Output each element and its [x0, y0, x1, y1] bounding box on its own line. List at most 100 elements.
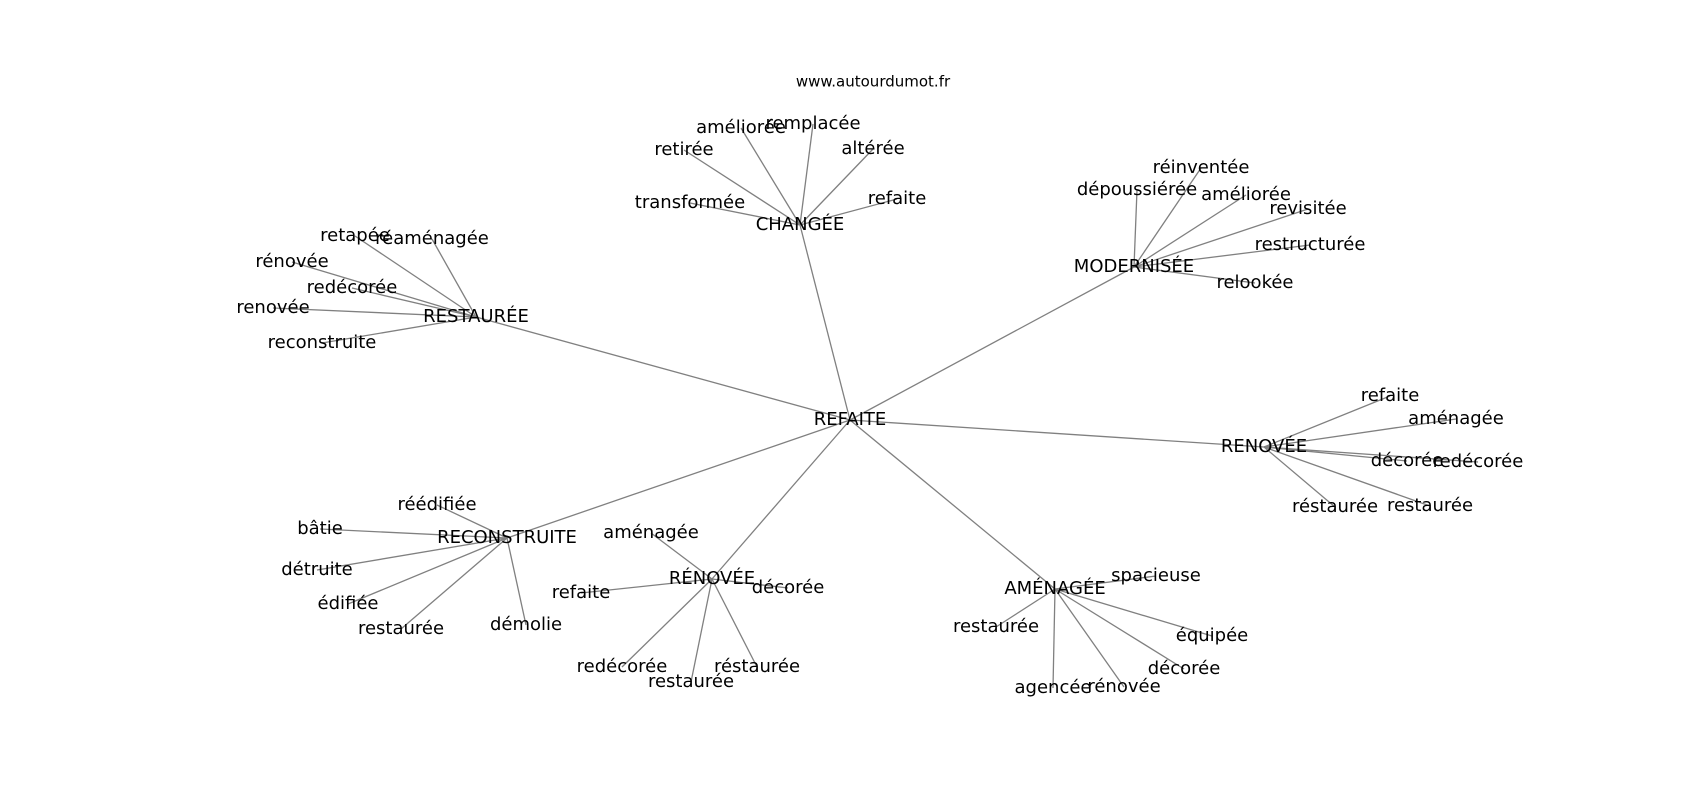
- edge-cluster-6-word-1: [995, 588, 1056, 628]
- cluster-word-3: RENOVÉE: [1221, 435, 1307, 457]
- edge-cluster-2-word-3: [351, 287, 477, 318]
- edge-cluster-2-word-4: [272, 307, 477, 318]
- edge-cluster-4-word-0: [436, 504, 508, 539]
- leaf-word-6-1: restaurée: [953, 616, 1039, 637]
- edge-cluster-4-word-2: [316, 537, 508, 571]
- graph-labels: REFAITECHANGÉEtransforméeretiréeamélioré…: [236, 113, 1523, 698]
- root-word: REFAITE: [814, 409, 887, 430]
- cluster-word-4: RECONSTRUITE: [437, 527, 577, 548]
- leaf-word-6-5: rénovée: [1087, 676, 1160, 697]
- leaf-word-1-1: réinventée: [1153, 157, 1250, 178]
- edge-cluster-4-word-3: [347, 537, 508, 605]
- leaf-word-4-2: détruite: [281, 559, 353, 580]
- edge-cluster-0-word-4: [799, 148, 874, 226]
- edge-root-cluster-2: [475, 316, 851, 421]
- leaf-word-2-3: redécorée: [307, 277, 398, 298]
- edge-cluster-4-word-1: [319, 528, 508, 539]
- edge-cluster-3-word-0: [1263, 395, 1391, 448]
- leaf-word-2-4: renovée: [236, 297, 309, 318]
- leaf-word-3-2: décorée: [1371, 450, 1444, 471]
- graph-edges: [272, 123, 1479, 689]
- edge-cluster-3-word-4: [1263, 446, 1336, 508]
- edge-cluster-5-word-0: [650, 532, 713, 580]
- edge-cluster-0-word-1: [683, 149, 801, 226]
- leaf-word-3-5: restaurée: [1387, 495, 1473, 516]
- edge-root-cluster-3: [849, 419, 1265, 448]
- leaf-word-4-4: restaurée: [358, 618, 444, 639]
- watermark: www.autourdumot.fr: [796, 73, 951, 91]
- edge-cluster-5-word-5: [711, 578, 758, 668]
- leaf-word-3-1: aménagée: [1408, 408, 1504, 429]
- edge-cluster-5-word-3: [621, 578, 713, 668]
- leaf-word-0-0: transformée: [635, 192, 745, 213]
- edge-cluster-0-word-0: [689, 202, 801, 226]
- leaf-word-5-0: aménagée: [603, 522, 699, 543]
- edge-cluster-5-word-2: [711, 578, 789, 589]
- leaf-word-3-3: redécorée: [1433, 451, 1524, 472]
- leaf-word-0-1: retirée: [654, 139, 713, 160]
- cluster-word-1: MODERNISÉE: [1074, 255, 1194, 277]
- leaf-word-2-2: rénovée: [255, 251, 328, 272]
- edge-cluster-6-word-5: [1054, 588, 1125, 688]
- leaf-word-0-2: améliorée: [696, 117, 786, 138]
- edge-root-cluster-6: [849, 419, 1056, 590]
- edge-cluster-3-word-1: [1263, 418, 1457, 448]
- edge-cluster-1-word-2: [1133, 194, 1247, 268]
- leaf-word-1-4: restructurée: [1255, 234, 1366, 255]
- leaf-word-3-0: refaite: [1361, 385, 1420, 406]
- edge-cluster-2-word-0: [354, 235, 477, 318]
- leaf-word-5-1: refaite: [552, 582, 611, 603]
- cluster-word-5: RÉNOVÉE: [669, 567, 755, 589]
- edge-cluster-0-word-5: [799, 198, 898, 226]
- edge-cluster-2-word-2: [291, 261, 477, 318]
- edge-cluster-1-word-4: [1133, 244, 1311, 268]
- edge-cluster-3-word-5: [1263, 446, 1431, 507]
- leaf-word-4-3: édifiée: [318, 593, 379, 614]
- edge-cluster-5-word-4: [690, 578, 713, 683]
- leaf-word-5-2: décorée: [752, 577, 825, 598]
- leaf-word-2-0: retapée: [320, 225, 390, 246]
- edge-root-cluster-5: [711, 419, 851, 580]
- leaf-word-0-3: remplacée: [765, 113, 860, 134]
- edge-cluster-1-word-5: [1133, 266, 1256, 284]
- leaf-word-6-0: spacieuse: [1111, 565, 1201, 586]
- leaf-word-4-5: démolie: [490, 614, 562, 635]
- edge-cluster-2-word-5: [321, 316, 477, 344]
- leaf-word-6-2: équipée: [1176, 625, 1248, 646]
- edge-root-cluster-4: [506, 419, 851, 539]
- edge-cluster-6-word-4: [1052, 588, 1056, 689]
- leaf-word-0-4: altérée: [841, 138, 904, 159]
- edge-cluster-6-word-3: [1054, 588, 1185, 670]
- leaf-word-1-3: revisitée: [1269, 198, 1346, 219]
- leaf-word-5-4: restaurée: [648, 671, 734, 692]
- cluster-word-6: AMÉNAGÉE: [1004, 577, 1105, 599]
- leaf-word-4-0: réédifiée: [397, 494, 476, 515]
- edge-root-cluster-0: [799, 224, 851, 421]
- leaf-word-1-2: améliorée: [1201, 184, 1291, 205]
- leaf-word-5-3: redécorée: [577, 656, 668, 677]
- edge-cluster-0-word-2: [740, 127, 801, 226]
- leaf-word-6-4: agencée: [1015, 677, 1092, 698]
- edge-cluster-6-word-0: [1054, 575, 1157, 590]
- leaf-word-6-3: décorée: [1148, 658, 1221, 679]
- leaf-word-1-0: dépoussiérée: [1077, 179, 1197, 200]
- leaf-word-4-1: bâtie: [297, 518, 343, 539]
- edge-cluster-3-word-3: [1263, 446, 1479, 463]
- edge-cluster-1-word-0: [1133, 189, 1138, 268]
- edge-cluster-0-word-3: [799, 123, 814, 226]
- leaf-word-2-1: réaménagée: [375, 228, 489, 249]
- leaf-word-5-5: réstaurée: [714, 656, 800, 677]
- edge-root-cluster-1: [849, 266, 1135, 421]
- edge-cluster-4-word-5: [506, 537, 527, 626]
- edge-cluster-5-word-1: [580, 578, 713, 594]
- cluster-word-0: CHANGÉE: [756, 213, 845, 235]
- leaf-word-2-5: reconstruite: [268, 332, 377, 353]
- edge-cluster-4-word-4: [400, 537, 508, 630]
- leaf-word-1-5: relookée: [1216, 272, 1293, 293]
- edge-cluster-3-word-2: [1263, 446, 1408, 462]
- leaf-word-3-4: réstaurée: [1292, 496, 1378, 517]
- edge-cluster-1-word-1: [1133, 167, 1202, 268]
- edge-cluster-2-word-1: [431, 238, 477, 318]
- cluster-word-2: RESTAURÉE: [423, 305, 529, 327]
